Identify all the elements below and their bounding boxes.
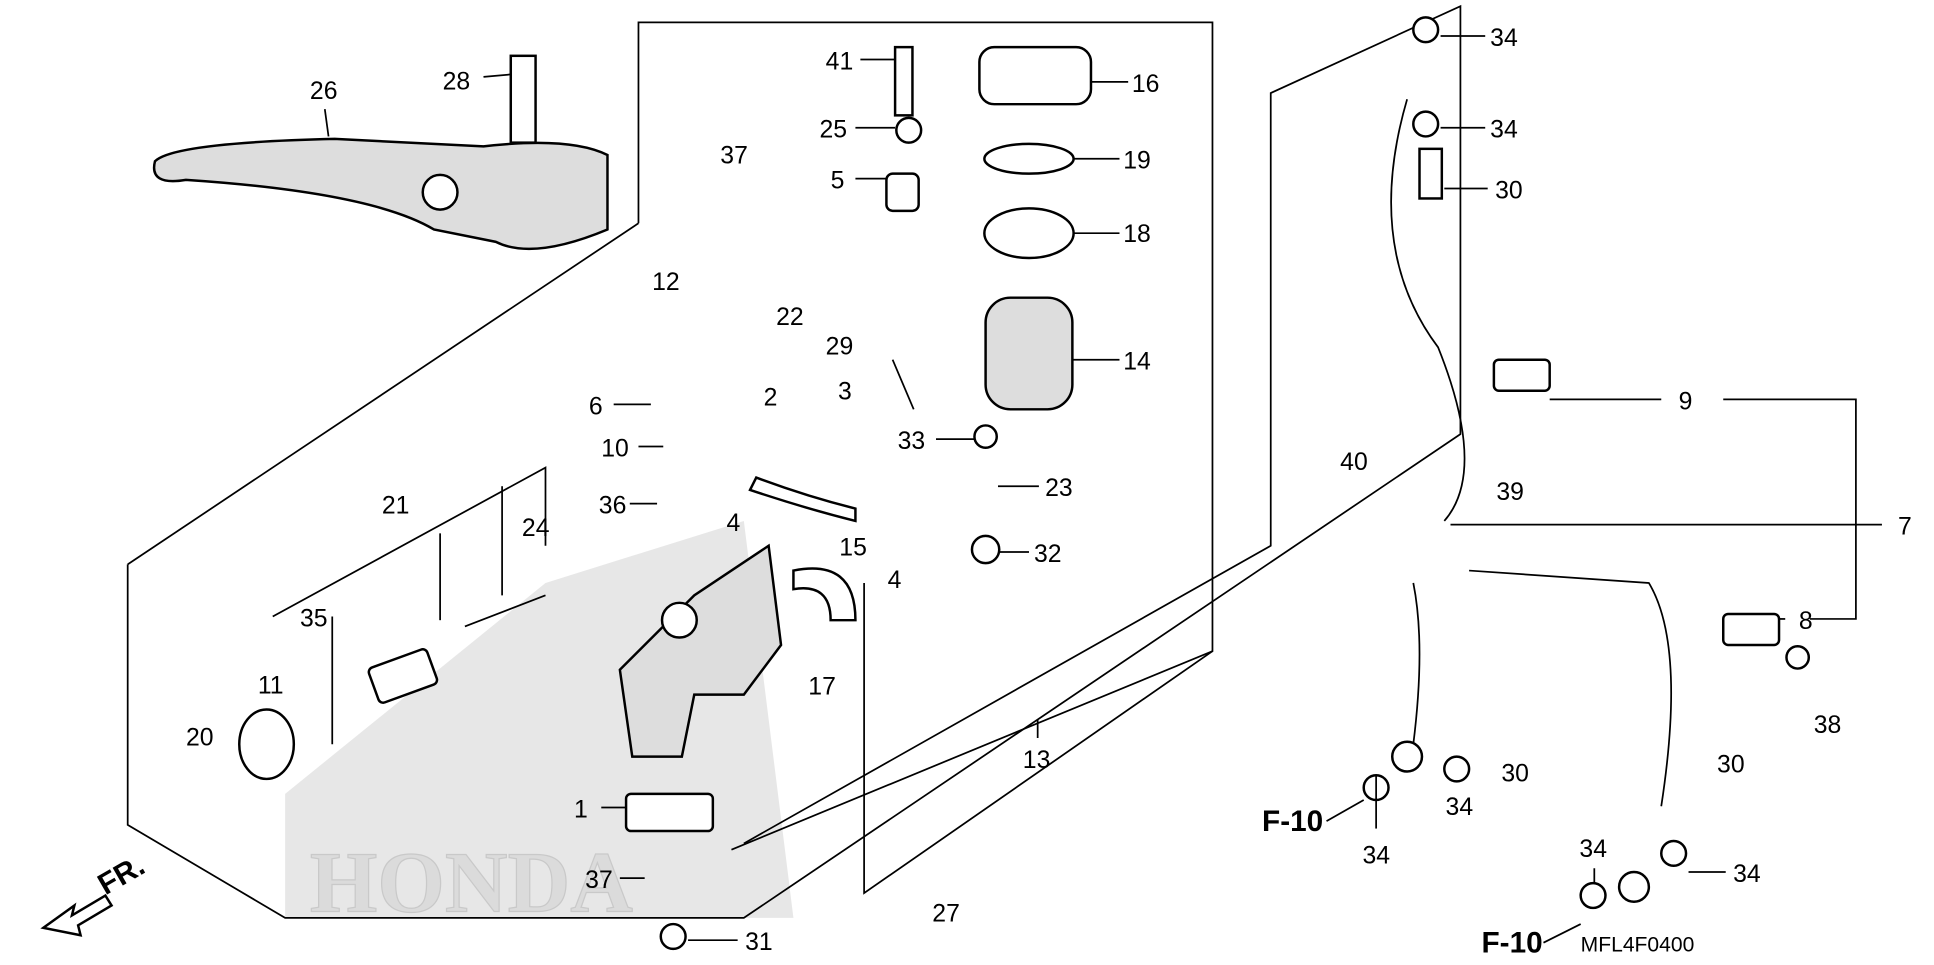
callout: 15: [839, 535, 867, 562]
callout: 20: [186, 724, 214, 751]
callout: 19: [1123, 148, 1151, 175]
callout: 34: [1579, 836, 1607, 863]
callout: 17: [808, 674, 836, 701]
callout: 5: [831, 168, 845, 195]
svg-text:FR.: FR.: [92, 849, 150, 902]
callout: 25: [819, 117, 847, 144]
callout: 24: [522, 515, 550, 542]
callout: 6: [589, 393, 603, 420]
reference-f10[interactable]: F-10: [1262, 805, 1323, 838]
callout: 32: [1034, 541, 1062, 568]
callout: 30: [1495, 177, 1523, 204]
callout: 11: [258, 672, 284, 699]
brake-hose: [1390, 98, 1466, 522]
callout: 34: [1362, 842, 1390, 869]
assembly-frames: [126, 4, 1857, 919]
callout: 21: [382, 493, 410, 520]
front-direction-indicator: FR.: [40, 849, 150, 937]
callout: 4: [726, 510, 740, 537]
svg-text:HONDA: HONDA: [310, 835, 633, 931]
callout: 23: [1045, 475, 1073, 502]
callout: 27: [932, 901, 960, 928]
callout: 34: [1490, 25, 1518, 52]
callout: 41: [826, 48, 854, 75]
callout: 33: [898, 428, 926, 455]
callout: 14: [1123, 349, 1151, 376]
callout: 18: [1123, 221, 1151, 248]
callout: 22: [776, 304, 804, 331]
diagram-code: MFL4F0400: [1581, 933, 1695, 956]
leader-lines: [323, 35, 1882, 944]
callout: 29: [826, 334, 854, 361]
callout: 7: [1898, 514, 1912, 541]
parts: [152, 16, 1811, 951]
reservoir: [984, 296, 1074, 411]
callout: 30: [1717, 752, 1745, 779]
callout: 28: [443, 68, 471, 95]
reservoir-cap: [978, 45, 1093, 106]
callout: 34: [1490, 117, 1518, 144]
callout: 9: [1679, 388, 1693, 415]
callout: 37: [720, 143, 748, 170]
callout: 16: [1132, 71, 1160, 98]
callout: 26: [310, 78, 338, 105]
callout: 39: [1496, 479, 1524, 506]
callout: 30: [1501, 760, 1529, 787]
callout: 3: [838, 378, 852, 405]
callout: 4: [888, 567, 902, 594]
callout: 2: [764, 385, 778, 412]
callout: 40: [1340, 449, 1368, 476]
callout: 12: [652, 269, 680, 296]
callout: 13: [1023, 747, 1051, 774]
reference-f10[interactable]: F-10: [1481, 927, 1542, 960]
callout: 34: [1446, 794, 1474, 821]
callout: 10: [601, 435, 629, 462]
callout: 1: [574, 796, 588, 823]
callout: 31: [745, 929, 773, 956]
callout: 38: [1814, 712, 1842, 739]
brake-lever: [152, 137, 609, 251]
callout: 36: [599, 493, 627, 520]
callout: 35: [300, 605, 328, 632]
callout: 8: [1799, 608, 1813, 635]
callout: 37: [585, 867, 613, 894]
callout-labels: 26 28 41 16 34 25 19 34 37 5 30 18 12 22…: [186, 25, 1912, 956]
callout: 34: [1733, 861, 1761, 888]
master-cylinder: [618, 543, 783, 758]
